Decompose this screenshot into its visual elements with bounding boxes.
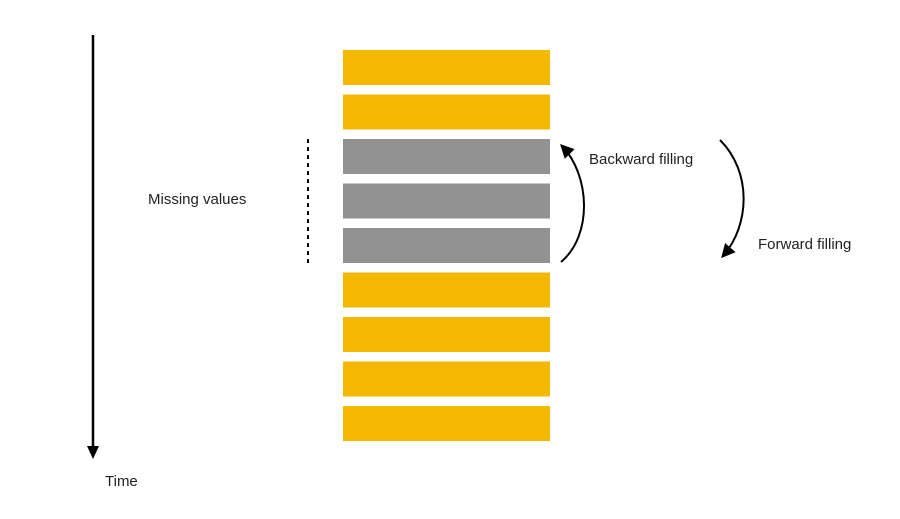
time-axis-arrowhead-icon bbox=[87, 446, 99, 459]
missing-row bbox=[343, 139, 550, 174]
forward-filling-arrow-icon bbox=[719, 139, 745, 259]
observed-row bbox=[343, 50, 550, 85]
missing-row bbox=[343, 183, 550, 219]
backward-filling-arrow-icon bbox=[560, 143, 585, 263]
data-rows bbox=[343, 50, 550, 441]
missing-values-label: Missing values bbox=[148, 191, 247, 208]
time-axis-label: Time bbox=[105, 473, 138, 490]
observed-row bbox=[343, 94, 550, 130]
observed-row bbox=[343, 317, 550, 352]
observed-row bbox=[343, 406, 550, 441]
observed-row bbox=[343, 272, 550, 308]
backward-filling-label: Backward filling bbox=[589, 151, 694, 168]
observed-row bbox=[343, 361, 550, 397]
forward-filling-label: Forward filling bbox=[758, 236, 852, 253]
missing-row bbox=[343, 228, 550, 263]
